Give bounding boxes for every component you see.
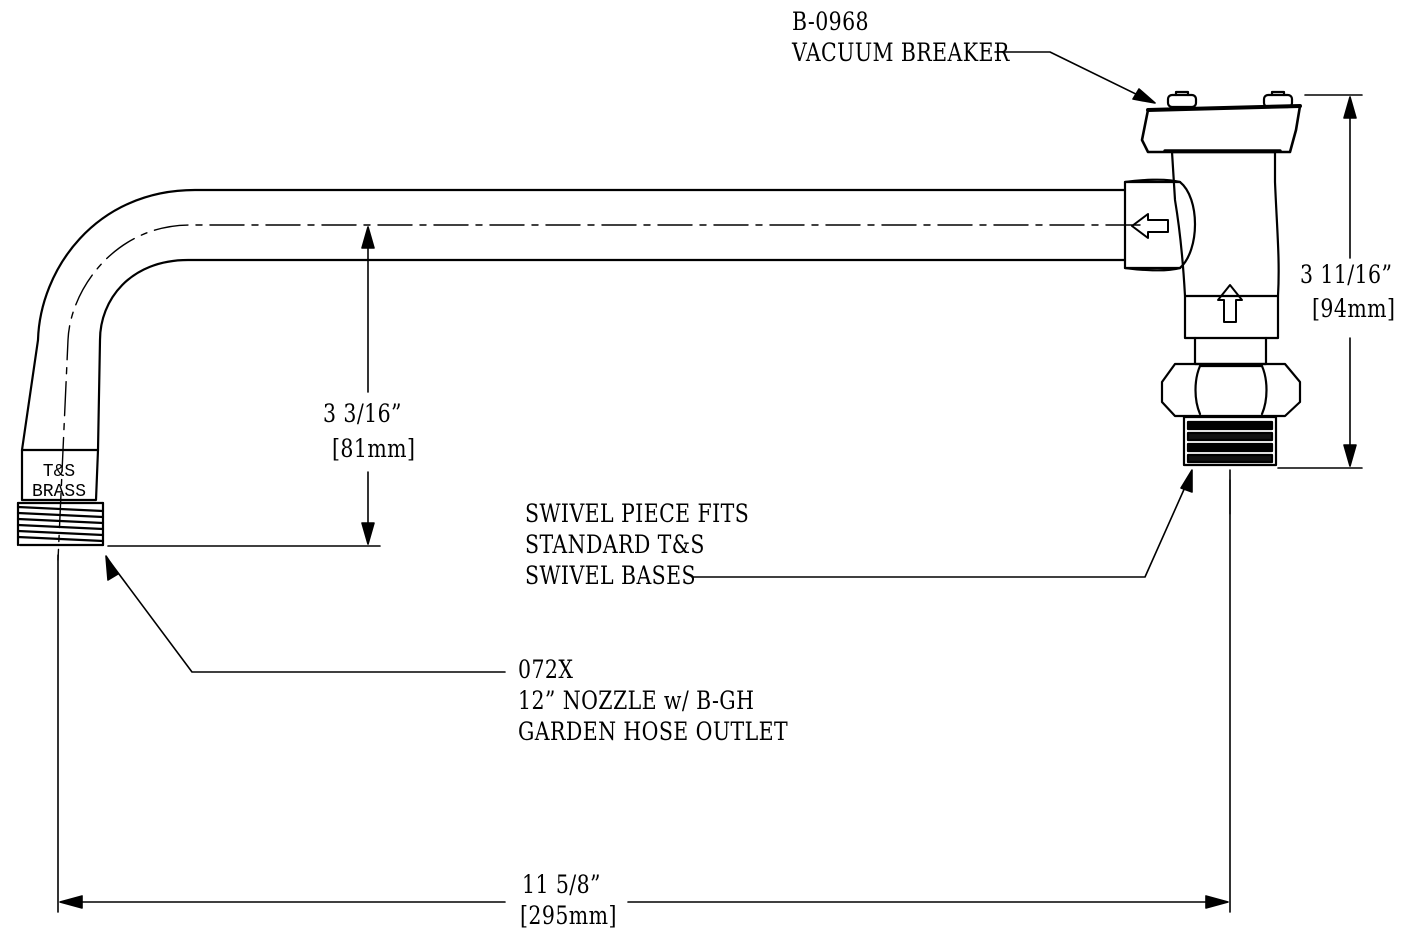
hex-nut <box>1162 364 1300 416</box>
vacuum-breaker-leader <box>995 52 1155 103</box>
vacuum-breaker-code: B-0968 <box>792 7 870 36</box>
brand-stamp-line-1: T&S <box>42 462 76 482</box>
height-dimension <box>1278 95 1362 468</box>
tube-connection-boss <box>1125 180 1195 271</box>
vacuum-breaker-name: VACUUM BREAKER <box>792 38 1010 67</box>
tube-centerline <box>58 225 1140 560</box>
swivel-note-line-2: STANDARD T&S <box>525 530 705 559</box>
swivel-note-line-3: SWIVEL BASES <box>525 561 696 590</box>
swivel-leader <box>692 470 1192 577</box>
height-dimension-metric: [94mm] <box>1312 294 1396 323</box>
rise-dimension-label: 3 3/16” <box>323 399 402 428</box>
length-dimension-label: 11 5/8” <box>522 870 601 899</box>
brand-stamp: T&S BRASS <box>26 462 92 502</box>
vacuum-breaker-cap <box>1142 92 1300 152</box>
nozzle-leader <box>106 556 505 672</box>
nozzle-tube <box>22 190 1125 450</box>
nozzle-description: 12” NOZZLE w/ B-GH <box>518 686 755 715</box>
brand-stamp-line-2: BRASS <box>31 482 86 502</box>
hose-outlet-threads <box>18 450 103 545</box>
nozzle-outlet: GARDEN HOSE OUTLET <box>518 717 789 746</box>
length-dimension <box>58 470 1230 912</box>
rise-dimension <box>108 227 380 546</box>
flow-arrow-up-icon <box>1218 285 1242 322</box>
nozzle-code: 072X <box>518 655 574 684</box>
height-dimension-label: 3 11/16” <box>1300 260 1393 289</box>
swivel-thread <box>1184 417 1276 465</box>
swivel-note-line-1: SWIVEL PIECE FITS <box>525 499 750 528</box>
flow-arrow-left-icon <box>1132 214 1168 238</box>
rise-dimension-metric: [81mm] <box>332 434 416 463</box>
length-dimension-metric: [295mm] <box>520 901 617 930</box>
